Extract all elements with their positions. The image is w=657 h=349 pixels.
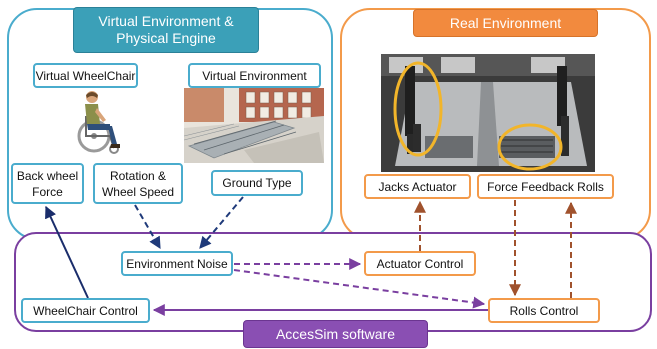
actuator-control-box: Actuator Control xyxy=(364,251,476,276)
ramp-building-photo xyxy=(184,88,324,163)
virtual-environment-title: Virtual Environment & Physical Engine xyxy=(73,7,259,53)
simulator-platform-photo xyxy=(381,54,595,172)
wheelchair-control-box: WheelChair Control xyxy=(21,298,150,323)
virtual-environment-box: Virtual Environment xyxy=(188,63,321,88)
real-environment-title: Real Environment xyxy=(413,9,598,37)
rotation-wheel-speed-box: Rotation & Wheel Speed xyxy=(93,163,183,204)
accessim-software-title: AccesSim software xyxy=(243,320,428,348)
virtual-wheelchair-box: Virtual WheelChair xyxy=(33,63,138,88)
back-wheel-force-box: Back wheel Force xyxy=(11,163,84,204)
jacks-actuator-box: Jacks Actuator xyxy=(364,174,471,199)
wheelchair-user-illustration xyxy=(77,91,120,154)
force-feedback-rolls-box: Force Feedback Rolls xyxy=(477,174,614,199)
environment-noise-box: Environment Noise xyxy=(121,251,233,276)
rolls-control-box: Rolls Control xyxy=(488,298,600,323)
ground-type-box: Ground Type xyxy=(211,170,303,196)
